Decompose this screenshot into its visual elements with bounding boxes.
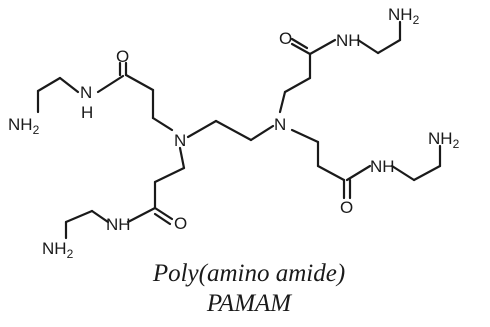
ul-bond-1 [151, 116, 174, 132]
atom-labels: N N O N H NH2 O NH NH2 O NH NH2 O NH NH2 [8, 5, 460, 261]
caption-abbreviation: PAMAM [206, 290, 292, 317]
ur-co-1 [290, 42, 312, 56]
ur-bond-5 [356, 38, 380, 55]
core-bond-3 [249, 124, 275, 142]
core-bond-2 [214, 119, 253, 142]
ul-bond-6 [36, 76, 62, 93]
atom-n-left: N [174, 131, 186, 150]
atom-nh2-lower-left: NH2 [42, 239, 74, 261]
ll-co-2 [153, 212, 172, 226]
ll-bond-2 [153, 166, 186, 184]
ur-bond-1 [278, 90, 287, 114]
atom-n-amide-upper-left: N [80, 83, 92, 102]
lr-bond-4 [345, 164, 372, 182]
core-bond-1 [186, 119, 218, 139]
lr-bond-6 [412, 164, 442, 182]
atom-nh2-lower-right: NH2 [428, 129, 460, 151]
ur-bond-2 [283, 76, 312, 94]
atom-n-right: N [274, 115, 286, 134]
bonds [36, 20, 442, 240]
ur-bond-4 [308, 38, 337, 56]
ll-bond-5 [90, 209, 110, 224]
ll-bond-6 [64, 209, 94, 224]
ul-bond-3 [124, 73, 155, 92]
ur-bond-6 [376, 38, 402, 55]
atom-nh-amide-lower-right: NH [370, 157, 395, 176]
ll-co-1 [153, 206, 174, 221]
lr-bond-5 [390, 164, 416, 182]
atom-o-upper-left: O [116, 47, 129, 66]
ul-bond-4 [96, 74, 125, 94]
caption-polymer-name: Poly(amino amide) [152, 260, 346, 287]
atom-nh-amide-upper-right: NH [336, 31, 361, 50]
ur-co-2 [290, 37, 309, 50]
atom-o-lower-left: O [174, 214, 187, 233]
atom-o-upper-right: O [279, 29, 292, 48]
ll-bond-4 [126, 206, 157, 224]
atom-nh-amide-lower-left: NH [106, 215, 131, 234]
lr-bond-1 [290, 128, 320, 144]
atom-h-amide-upper-left: H [81, 103, 93, 122]
lr-bond-3 [316, 164, 346, 182]
atom-nh2-upper-right: NH2 [388, 5, 420, 27]
atom-nh2-upper-left: NH2 [8, 115, 40, 137]
ll-bond-1 [178, 146, 186, 170]
atom-o-lower-right: O [340, 198, 353, 217]
ul-bond-5 [58, 76, 80, 94]
